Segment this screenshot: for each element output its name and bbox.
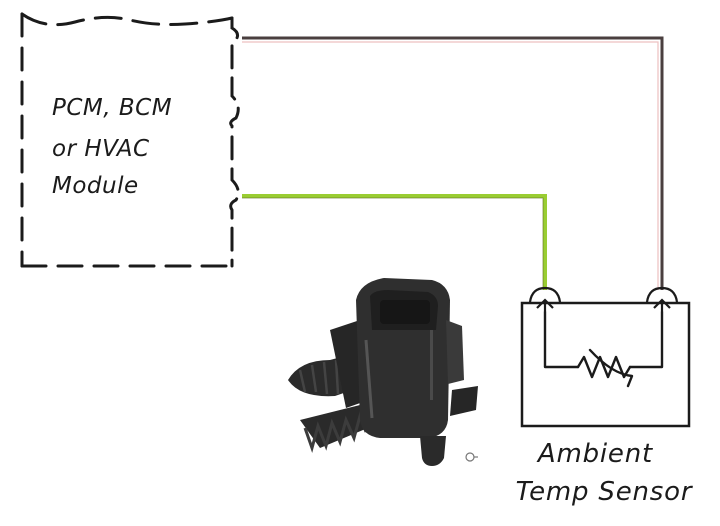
ground-wire <box>242 36 664 290</box>
module-label-line-1: PCM, BCM <box>52 95 172 121</box>
sensor-box <box>520 301 691 428</box>
signal-wire <box>242 194 547 290</box>
module-label-line-3: Module <box>52 173 139 199</box>
sensor-label: Ambient Temp Sensor <box>516 439 694 507</box>
module-label: PCM, BCM or HVAC Module <box>52 95 180 199</box>
sensor-photo <box>288 278 478 466</box>
photo-mark-icon <box>465 452 478 462</box>
module-label-line-2: or HVAC <box>52 136 150 162</box>
sensor-clip-lower <box>300 405 375 454</box>
connector-terminal-icon-left <box>528 286 562 312</box>
module-box <box>20 12 240 268</box>
sensor-label-line-2: Temp Sensor <box>516 477 694 507</box>
sensor-label-line-1: Ambient <box>536 439 653 469</box>
thermistor-symbol <box>543 310 664 388</box>
connector-terminal-icon-right <box>645 286 679 312</box>
